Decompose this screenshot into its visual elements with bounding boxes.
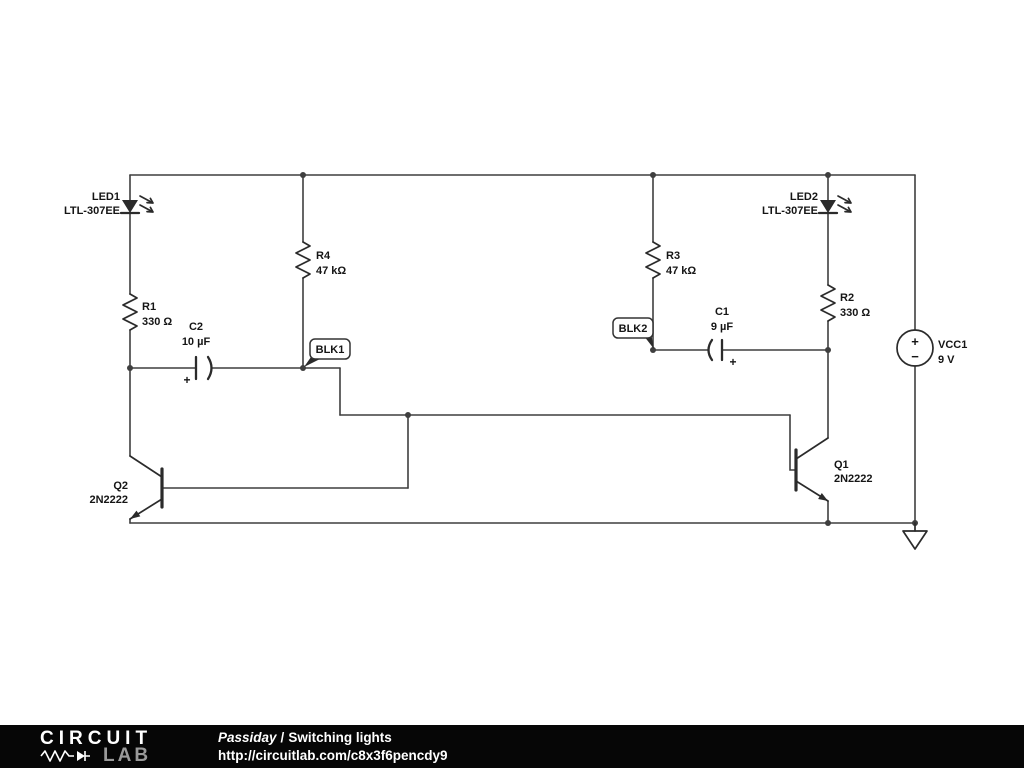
vcc1-source-symbol[interactable]: + − — [896, 329, 934, 367]
led2-emission-arrows-icon — [837, 195, 852, 213]
capacitor-c2-symbol[interactable] — [194, 355, 213, 381]
flag-blk1[interactable]: BLK1 — [304, 338, 351, 367]
logo-resistor-diode-icon — [40, 750, 90, 762]
r4-value-label: 47 kΩ — [316, 265, 346, 277]
led1-ref-label: LED1 — [92, 191, 120, 203]
c2-value-label: 10 µF — [182, 336, 211, 348]
led2-symbol[interactable] — [817, 195, 852, 215]
c2-ref-label: C2 — [189, 321, 203, 333]
resistor-r1-symbol[interactable] — [122, 293, 138, 331]
c1-ref-label: C1 — [715, 306, 729, 318]
transistor-q1-symbol[interactable] — [794, 437, 829, 502]
flag-blk2[interactable]: BLK2 — [612, 317, 654, 349]
circuitlab-logo[interactable]: CIRCUIT LAB — [40, 728, 218, 766]
led2-part-label: LTL-307EE — [762, 205, 818, 217]
q2-ref-label: Q2 — [113, 480, 128, 492]
schematic-title-line: Passiday/Switching lights — [218, 729, 448, 747]
led1-emission-arrows-icon — [139, 195, 154, 213]
r2-value-label: 330 Ω — [840, 307, 870, 319]
footer-bar: CIRCUIT LAB Passiday/Switching lights ht… — [0, 725, 1024, 768]
q1-ref-label: Q1 — [834, 459, 849, 471]
q1-part-label: 2N2222 — [834, 473, 873, 485]
junction-dots — [127, 172, 918, 526]
r2-ref-label: R2 — [840, 292, 854, 304]
resistor-r3-symbol[interactable] — [645, 241, 661, 279]
r1-ref-label: R1 — [142, 301, 156, 313]
q2-emitter-arrow-icon — [130, 510, 141, 519]
c2-plus-sign: + — [183, 373, 190, 387]
schematic-canvas: LED1 LTL-307EE LED2 LTL-307EE R1 330 Ω R… — [64, 172, 967, 550]
blk1-label: BLK1 — [316, 344, 345, 356]
r1-value-label: 330 Ω — [142, 316, 172, 328]
r3-value-label: 47 kΩ — [666, 265, 696, 277]
c1-plus-sign: + — [729, 355, 736, 369]
resistor-r4-symbol[interactable] — [295, 241, 311, 279]
title-separator: / — [280, 729, 285, 745]
q2-part-label: 2N2222 — [89, 494, 128, 506]
capacitor-c1-symbol[interactable] — [707, 338, 724, 362]
author-name[interactable]: Passiday — [218, 729, 277, 745]
schematic-url[interactable]: http://circuitlab.com/c8x3f6pencdy9 — [218, 747, 448, 763]
vcc1-minus-sign: − — [911, 349, 919, 364]
vcc1-value-label: 9 V — [938, 354, 955, 366]
r4-ref-label: R4 — [316, 250, 331, 262]
r3-ref-label: R3 — [666, 250, 680, 262]
q1-emitter-arrow-icon — [818, 493, 828, 501]
c1-value-label: 9 µF — [711, 321, 734, 333]
vcc1-ref-label: VCC1 — [938, 339, 967, 351]
logo-lab-text: LAB — [103, 745, 152, 766]
led2-ref-label: LED2 — [790, 191, 818, 203]
ground-symbol[interactable] — [902, 522, 928, 550]
logo-circuit-text: CIRCUIT — [40, 728, 153, 749]
led1-symbol[interactable] — [119, 195, 154, 215]
transistor-q2-symbol[interactable] — [129, 455, 164, 520]
led1-part-label: LTL-307EE — [64, 205, 120, 217]
schematic-title: Switching lights — [288, 729, 392, 745]
vcc1-plus-sign: + — [911, 334, 919, 349]
resistor-r2-symbol[interactable] — [820, 284, 836, 322]
wires — [129, 174, 916, 524]
blk2-label: BLK2 — [619, 323, 648, 335]
